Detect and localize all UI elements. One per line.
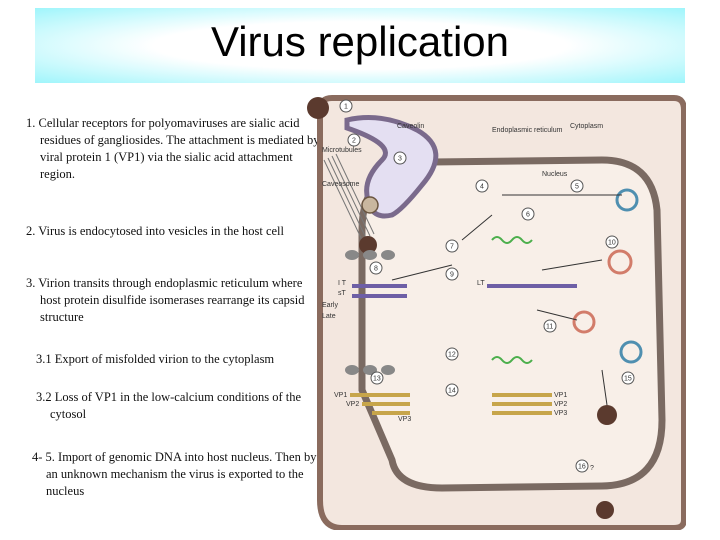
step-3-text: 3. Virion transits through endoplasmic r… (26, 276, 305, 324)
label-caveosome: Caveosome (322, 181, 359, 188)
label-vp3-left: VP3 (398, 416, 411, 423)
genome-lines (491, 236, 533, 364)
step-marker-4: 4 (480, 184, 484, 191)
caveosome (361, 196, 379, 214)
step-marker-2: 2 (352, 138, 356, 145)
label-lt: LT (477, 280, 485, 287)
label-vp3-right: VP3 (554, 410, 567, 417)
step-marker-3: 3 (398, 156, 402, 163)
label-st: sT (338, 290, 347, 297)
virion-entry (307, 97, 617, 519)
label-question: ? (590, 465, 594, 472)
step-marker-7: 7 (450, 244, 454, 251)
label-er: Endoplasmic reticulum (492, 127, 563, 134)
label-it: I T (338, 280, 347, 287)
page-title: Virus replication (210, 18, 510, 65)
microtubules (323, 153, 375, 241)
step-marker-5: 5 (575, 184, 579, 191)
replication-diagram: Caveolin Endoplasmic reticulum Cytoplasm… (307, 95, 686, 530)
label-vp2-right: VP2 (554, 401, 567, 408)
step-marker-13: 13 (373, 376, 381, 383)
endoplasmic-reticulum (344, 115, 439, 219)
label-cytoplasm: Cytoplasm (570, 123, 603, 130)
step-marker-10: 10 (608, 240, 616, 247)
nucleus (358, 156, 666, 492)
step-2-text: 2. Virus is endocytosed into vesicles in… (26, 224, 285, 238)
step-marker-1: 1 (344, 104, 348, 111)
step-markers: 1 2 3 4 5 6 7 8 9 10 11 12 13 14 15 16 (339, 99, 635, 473)
label-vp1-right: VP1 (554, 392, 567, 399)
step-marker-8: 8 (374, 266, 378, 273)
step-marker-16: 16 (578, 464, 586, 471)
pathway-arrows (391, 194, 622, 406)
capsids (572, 188, 643, 364)
step-4-5-text: 4- 5. Import of genomic DNA into host nu… (32, 450, 317, 498)
label-late: Late (322, 313, 336, 320)
step-3-2-text: 3.2 Loss of VP1 in the low-calcium condi… (36, 390, 302, 421)
label-vp2-left: VP2 (346, 401, 359, 408)
step-3-1-text: 3.1 Export of misfolded virion to the cy… (36, 352, 275, 366)
step-marker-15: 15 (624, 376, 632, 383)
ribosomes (345, 250, 395, 375)
transcript-bars (350, 284, 577, 415)
label-early: Early (322, 302, 338, 309)
label-nucleus: Nucleus (542, 171, 568, 178)
step-marker-12: 12 (448, 352, 456, 359)
step-1-text: 1. Cellular receptors for polyomaviruses… (26, 116, 320, 181)
label-vp1-left: VP1 (334, 392, 347, 399)
step-marker-6: 6 (526, 212, 530, 219)
label-microtubules: Microtubules (322, 147, 362, 154)
step-marker-14: 14 (448, 388, 456, 395)
label-caveolin: Caveolin (397, 123, 424, 130)
step-marker-11: 11 (546, 324, 553, 331)
title-banner (35, 8, 685, 83)
step-marker-9: 9 (450, 272, 454, 279)
